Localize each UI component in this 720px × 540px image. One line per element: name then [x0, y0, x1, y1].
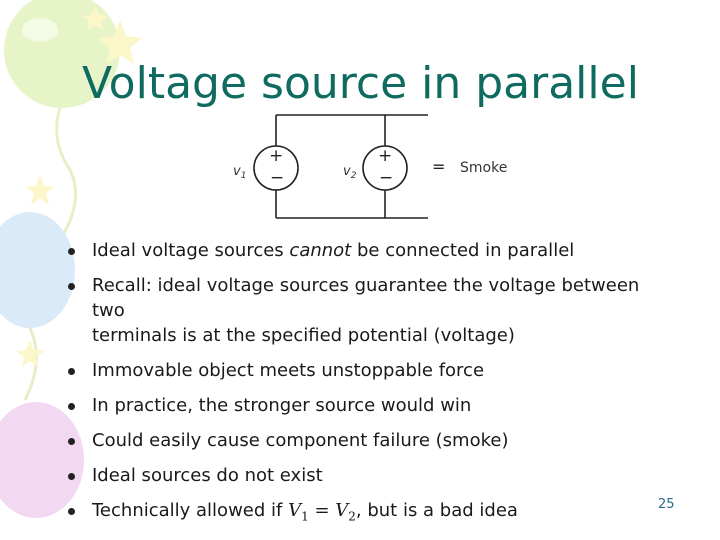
source-1-minus: − [270, 168, 284, 188]
source-2-label: v2 [343, 164, 357, 181]
equals-sign: = [432, 157, 445, 176]
bullet-item: Ideal voltage sources cannot be connecte… [64, 238, 654, 263]
bullet-item: In practice, the stronger source would w… [64, 393, 654, 418]
bullet-dot-icon [68, 368, 75, 375]
bullet-item: Could easily cause component failure (sm… [64, 428, 654, 453]
math-expression: V1 = V2 [288, 500, 356, 524]
slide-title: Voltage source in parallel [82, 58, 639, 109]
smoke-label: Smoke [460, 160, 507, 176]
source-2-minus: − [379, 168, 393, 188]
bullet-dot-icon [68, 283, 75, 290]
source-2-plus: + [378, 146, 392, 166]
bullet-dot-icon [68, 248, 75, 255]
bullet-item: Technically allowed if V1 = V2, but is a… [64, 498, 654, 530]
page-number: 25 [658, 497, 675, 512]
source-1-plus: + [269, 146, 283, 166]
voltage-source-1-icon [253, 145, 299, 191]
bullet-dot-icon [68, 473, 75, 480]
source-1-label: v1 [233, 164, 246, 181]
bullet-dot-icon [68, 508, 75, 515]
bullet-item: Recall: ideal voltage sources guarantee … [64, 273, 654, 348]
parallel-sources-circuit: + − + − v1 v2 = Smoke [233, 114, 507, 219]
bullet-item: Immovable object meets unstoppable force [64, 358, 654, 383]
voltage-source-2-icon [362, 145, 408, 191]
bullet-dot-icon [68, 438, 75, 445]
bullet-dot-icon [68, 403, 75, 410]
bullet-list: Ideal voltage sources cannot be connecte… [64, 238, 654, 540]
bullet-item: Ideal sources do not exist [64, 463, 654, 488]
